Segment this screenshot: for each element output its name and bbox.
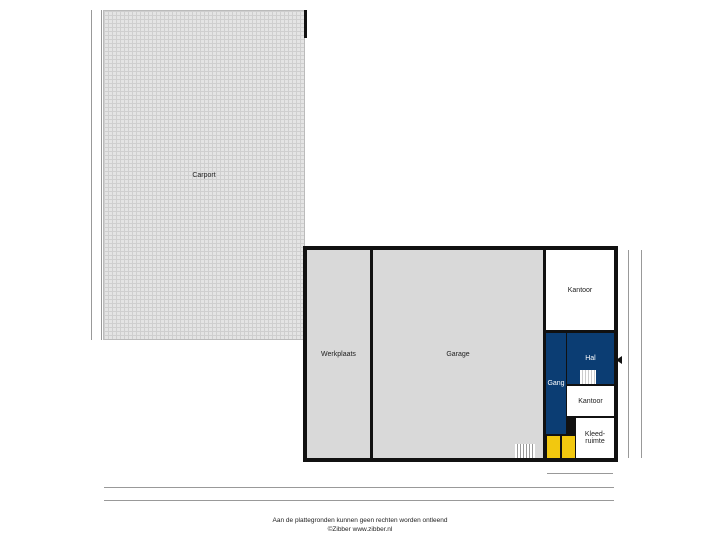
kantoor-2-label: Kantoor	[578, 397, 603, 405]
room-hal: Hal	[567, 333, 614, 384]
carport-label: Carport	[192, 171, 216, 179]
stairs-icon	[580, 370, 596, 384]
werkplaats-label: Werkplaats	[321, 350, 356, 358]
room-garage: Garage	[373, 250, 543, 458]
room-kleedruimte: Kleed- ruimte	[576, 418, 614, 458]
dimension-line	[104, 500, 614, 501]
dimension-line	[104, 487, 614, 488]
dimension-line	[101, 10, 102, 340]
entrance-arrow-icon	[616, 356, 622, 364]
footer-copyright: ©Zibber www.zibber.nl	[327, 526, 393, 533]
room-werkplaats: Werkplaats	[307, 250, 370, 458]
kleedruimte-label: Kleed- ruimte	[584, 431, 606, 445]
carport-wall	[304, 10, 307, 38]
dimension-line	[641, 250, 642, 458]
gang-label: Gang	[547, 380, 565, 387]
dimension-line	[547, 473, 613, 474]
dimension-line	[91, 10, 92, 340]
hal-label: Hal	[585, 355, 596, 362]
room-gang: Gang	[546, 333, 566, 434]
garage-label: Garage	[446, 350, 470, 358]
toilet-1	[547, 436, 560, 458]
garage-stairs-icon	[515, 444, 535, 458]
carport-area: Carport	[103, 10, 305, 340]
room-kantoor-2: Kantoor	[567, 386, 614, 416]
toilet-2	[562, 436, 575, 458]
dimension-line	[628, 250, 629, 458]
footer-disclaimer: Aan de plattegronden kunnen geen rechten…	[272, 517, 448, 524]
room-kantoor-1: Kantoor	[546, 250, 614, 330]
kantoor-1-label: Kantoor	[567, 286, 593, 294]
